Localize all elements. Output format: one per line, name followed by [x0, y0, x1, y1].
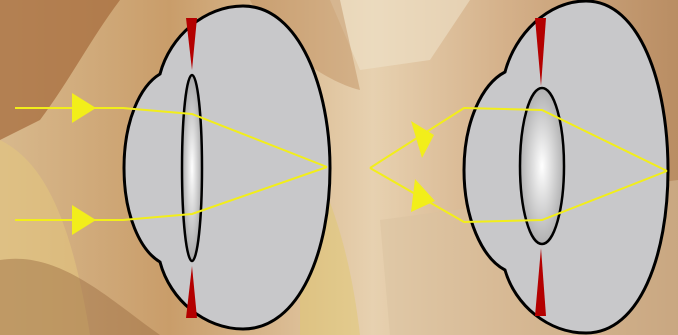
thin-lens — [182, 75, 202, 261]
